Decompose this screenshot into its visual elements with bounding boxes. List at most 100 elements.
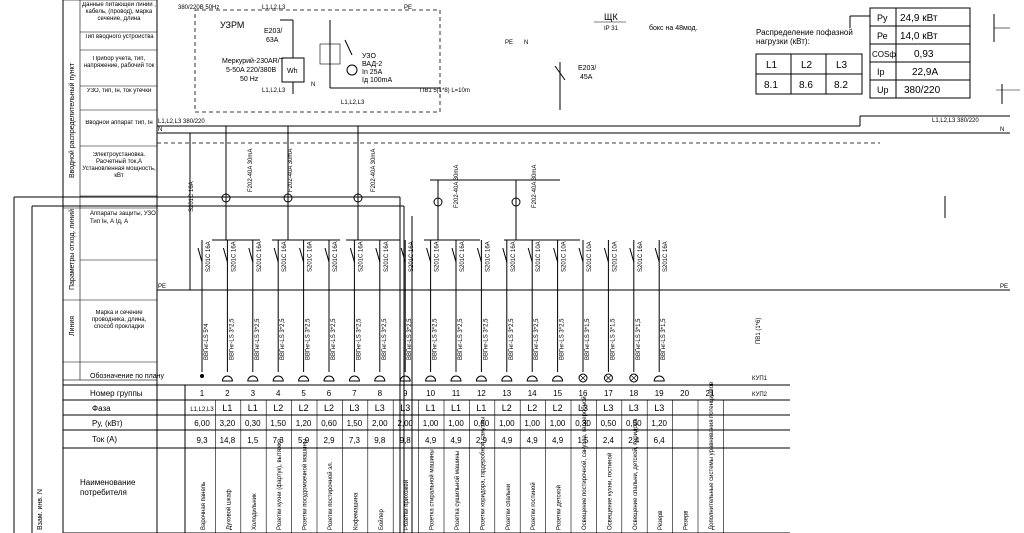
phase-distribution: Распределение пофазной нагрузки (кВт): L… xyxy=(755,28,863,95)
group-phase: L1,L2,L3 xyxy=(190,407,214,413)
group-number: 19 xyxy=(655,389,664,398)
pv-right-label: ПВ1 (1*6) xyxy=(756,318,762,344)
uzo-name: УЗО xyxy=(362,53,376,60)
phase-value-l1: 8.1 xyxy=(764,80,778,91)
uzo-in: In 25А xyxy=(362,69,383,76)
breaker-switch xyxy=(426,247,432,263)
group-current: 7,3 xyxy=(349,436,361,445)
socket-symbol xyxy=(653,375,665,382)
group-phase: L1 xyxy=(451,403,461,413)
kup2-label: КУП2 xyxy=(752,392,768,398)
circuit-breaker-label: S201C 16A xyxy=(485,241,491,272)
consumer-name: Резерв xyxy=(684,511,690,531)
group-current: 4,9 xyxy=(527,436,539,445)
supply-voltage: 380/220В 50Hz xyxy=(178,5,219,11)
circuit-breaker-label: S201C 10A xyxy=(587,241,593,272)
group-power: 0,30 xyxy=(575,419,591,428)
group-current: 2,4 xyxy=(628,436,640,445)
group-phase: L1 xyxy=(476,403,486,413)
consumer-name: Розетки коридора, гардеробной,санузлы xyxy=(479,417,486,530)
circuit-cable-label: ВВГнг-LS 3*2,5 xyxy=(331,318,337,360)
section-input-label: Вводной распределительный пункт xyxy=(68,62,76,178)
supply-pe: PE xyxy=(404,5,412,11)
sub-left-label: Взам. инв. N xyxy=(37,489,44,530)
circuit-breaker-label: S201C 16A xyxy=(511,241,517,272)
lamp-symbol xyxy=(603,373,613,383)
group-current: 1,5 xyxy=(247,436,259,445)
group-number: 3 xyxy=(251,389,256,398)
breaker-switch xyxy=(400,247,406,263)
socket-symbol xyxy=(323,375,335,382)
group-number: 7 xyxy=(352,389,357,398)
group-current: 2,9 xyxy=(476,436,488,445)
summary-val-up: 380/220 xyxy=(904,85,941,96)
group-power: 1,00 xyxy=(423,419,439,428)
group-phase: L3 xyxy=(349,403,359,413)
circuit-cable-label: ВВГнг-LS 3*2,5 xyxy=(509,318,515,360)
circuit-breaker-label: S201C 16A xyxy=(384,241,390,272)
uzrm-box: 380/220В 50Hz L1,L2,L3 PE УЗРМ E203/ 63A… xyxy=(178,5,470,113)
breaker-switch xyxy=(273,247,279,263)
group-power: 0,50 xyxy=(601,419,617,428)
group-current: 4,9 xyxy=(552,436,564,445)
meter-phases: L1,L2,L3 xyxy=(262,88,286,94)
pe-label-top: PE xyxy=(505,40,513,46)
consumer-name: Розетки спальни xyxy=(506,484,512,530)
circuit-breaker-label: S201C 16A xyxy=(460,241,466,272)
group-power: 3,20 xyxy=(220,419,236,428)
socket-symbol xyxy=(272,375,284,382)
lamp-symbol xyxy=(578,373,588,383)
circuit-cable-label: ВВГнг-LS 3*2,5 xyxy=(306,318,312,360)
group-phase: L3 xyxy=(578,403,588,413)
group-number: 4 xyxy=(276,389,281,398)
socket-symbol xyxy=(247,375,259,382)
group-current: 4,9 xyxy=(450,436,462,445)
circuit-breaker-label: S201C 10A xyxy=(536,241,542,272)
consumer-name: Варочная панель xyxy=(201,482,207,530)
group-phase: L1 xyxy=(426,403,436,413)
input-breaker-label: S201C 16A xyxy=(189,181,195,212)
meter-name: Меркурий-230AR/T xyxy=(222,57,285,65)
summary-val-cos: 0,93 xyxy=(914,49,934,60)
group-number: 2 xyxy=(225,389,230,398)
circuit-cable-label: ВВГнг-LS 5*4 xyxy=(204,323,210,360)
kup1-label: КУП1 xyxy=(752,376,768,382)
label-protection: Аппараты защиты, УЗО Тип Iн, А Iд, А xyxy=(90,211,156,225)
consumer-name: Дополнительные системы уравнивания потен… xyxy=(709,382,715,530)
summary-key-pe: Ре xyxy=(877,31,888,41)
group-phase: L3 xyxy=(400,403,410,413)
group-number: 21 xyxy=(706,389,715,398)
breaker-switch xyxy=(502,247,508,263)
group-current: 7,3 xyxy=(273,436,285,445)
circuit-cable-label: ВВГнг-LS 3*1,5 xyxy=(661,318,667,360)
group-number: 12 xyxy=(477,389,486,398)
group-current: 14,8 xyxy=(220,436,236,445)
consumer-name: Розетки кухни (фартук), вытяжка xyxy=(277,438,283,530)
circuit-cable-label: ВВГнг-LS 3*2,5 xyxy=(560,318,566,360)
socket-symbol xyxy=(475,375,487,382)
n-label-top: N xyxy=(524,40,528,46)
phase-header-l1: L1 xyxy=(766,60,778,71)
breaker-switch xyxy=(299,247,305,263)
phase-table-title: Распределение пофазной нагрузки (кВт): xyxy=(756,28,853,46)
circuit-breaker-label: S201C 16A xyxy=(231,241,237,272)
circuit-breaker-label: S201C 16A xyxy=(206,241,212,272)
lamp-cross xyxy=(630,374,638,382)
circuit-cable-label: ВВГнг-LS 3*2,5 xyxy=(458,318,464,360)
shk-label: ЩК xyxy=(604,12,618,22)
breaker-switch xyxy=(654,247,660,263)
group-power: 1,00 xyxy=(524,419,540,428)
breaker-switch xyxy=(451,247,457,263)
row-label-consumer: Наименование потребителя xyxy=(80,478,136,497)
rcd-devices: F202-40A 30mA F202-40A 30mA F202-40A 30m… xyxy=(189,126,580,290)
summary-val-py: 24,9 кВт xyxy=(900,13,938,24)
label-meter: Прибор учета, тип, напряжение, рабочий т… xyxy=(83,56,155,69)
socket-symbol xyxy=(425,375,437,382)
group-power: 0,60 xyxy=(474,419,490,428)
label-input-type: Тип вводного устройства xyxy=(84,34,154,40)
group-phase: L3 xyxy=(603,403,613,413)
circuit-cable-label: ВВГнг-LS 3*2,5 xyxy=(255,318,261,360)
uzrm-label: УЗРМ xyxy=(220,20,244,30)
phase-value-l3: 8.2 xyxy=(834,80,848,91)
